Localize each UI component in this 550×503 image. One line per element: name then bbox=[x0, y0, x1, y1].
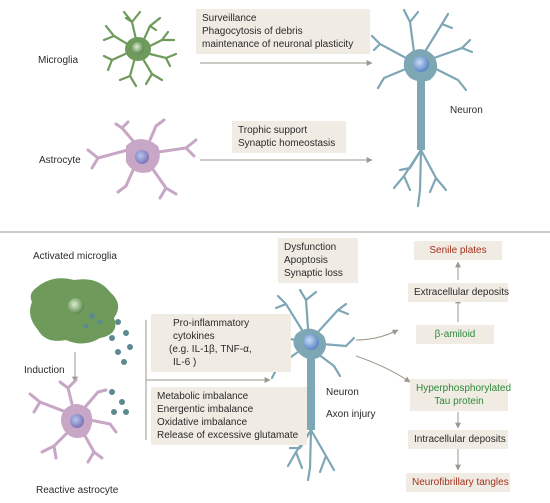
imbalance-box: Metabolic imbalance Energentic imbalance… bbox=[151, 387, 307, 445]
activated-microglia-label: Activated microglia bbox=[33, 251, 117, 262]
astrocyte-function-2: Synaptic homeostasis bbox=[238, 138, 336, 149]
imbalance-line-1: Metabolic imbalance bbox=[157, 391, 249, 402]
outcome-apoptosis: Apoptosis bbox=[284, 255, 328, 266]
outcome-dysfunction: Dysfunction bbox=[284, 242, 337, 253]
cytokines-line-4: IL-6 ) bbox=[173, 357, 197, 368]
astrocyte-function-1: Trophic support bbox=[238, 125, 308, 136]
astrocyte-label: Astrocyte bbox=[39, 155, 81, 166]
cytokines-line-3: (e.g. IL-1β, TNF-α, bbox=[169, 344, 252, 355]
tau-line-2: Tau protein bbox=[434, 396, 484, 407]
cytokines-line-2: cytokines bbox=[173, 331, 215, 342]
outcome-synaptic-loss: Synaptic loss bbox=[284, 268, 343, 279]
microglia-functions-box: Surveillance Phagocytosis of debris main… bbox=[196, 9, 370, 54]
microglia-function-1: Surveillance bbox=[202, 13, 257, 24]
axon-injury-label: Axon injury bbox=[326, 409, 376, 420]
induction-label: Induction bbox=[24, 365, 65, 376]
intracellular-deposits-box: Intracellular deposits bbox=[408, 430, 508, 449]
microglia-label: Microglia bbox=[38, 55, 79, 66]
neuron-label-top: Neuron bbox=[450, 105, 483, 116]
beta-amyloid-box: β-amiloid bbox=[416, 325, 494, 344]
neurofibrillary-tangles-box: Neurofibrillary tangles bbox=[406, 473, 510, 492]
cytokines-box: Pro-inflammatory cytokines (e.g. IL-1β, … bbox=[151, 314, 291, 372]
neuron-outcomes-box: Dysfunction Apoptosis Synaptic loss bbox=[278, 238, 358, 283]
imbalance-line-3: Oxidative imbalance bbox=[157, 417, 248, 428]
neuron-top bbox=[370, 8, 474, 208]
imbalance-line-4: Release of excessive glutamate bbox=[157, 430, 299, 441]
astrocyte-functions-box: Trophic support Synaptic homeostasis bbox=[232, 121, 346, 153]
senile-plates-box: Senile plates bbox=[414, 241, 502, 260]
microglia-function-3: maintenance of neuronal plasticity bbox=[202, 39, 354, 50]
reactive-astrocyte-cell bbox=[28, 378, 118, 464]
tau-line-1: Hyperphosphorylated bbox=[416, 383, 512, 394]
cytokine-dots bbox=[109, 319, 133, 415]
reactive-astrocyte-label: Reactive astrocyte bbox=[36, 485, 119, 496]
astrocyte-cell bbox=[86, 118, 198, 200]
microglia-function-2: Phagocytosis of debris bbox=[202, 26, 303, 37]
neuron-bottom bbox=[262, 288, 356, 482]
extracellular-deposits-box: Extracellular deposits bbox=[408, 283, 509, 302]
neuron-label-bottom: Neuron bbox=[326, 387, 359, 398]
hyperphosphorylated-tau-box: Hyperphosphorylated Tau protein bbox=[410, 379, 512, 411]
cytokines-line-1: Pro-inflammatory bbox=[173, 318, 250, 329]
imbalance-line-2: Energentic imbalance bbox=[157, 404, 254, 415]
